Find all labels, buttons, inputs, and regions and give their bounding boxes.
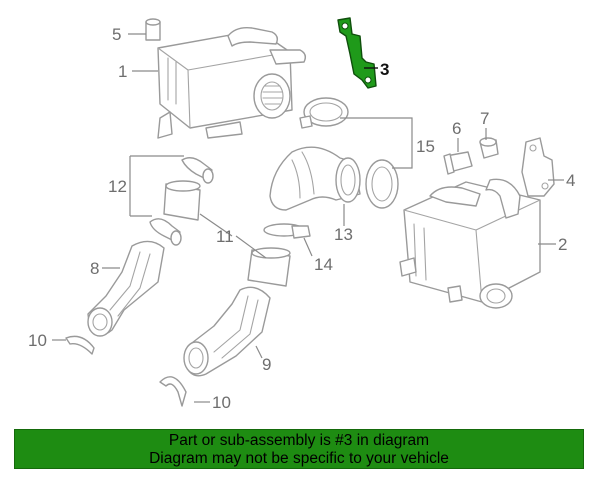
callout-1: 1 [118,62,127,81]
part-2-intercooler[interactable] [399,178,541,309]
callout-3: 3 [380,60,389,79]
part-12-clamp-lower[interactable] [149,218,182,246]
banner-line-2: Diagram may not be specific to your vehi… [149,450,449,467]
banner-line-1: Part or sub-assembly is #3 in diagram [168,432,430,449]
part-10-clip-upper[interactable] [65,335,95,355]
callout-12: 12 [108,177,127,196]
callout-15: 15 [416,137,435,156]
part-12-clamp-upper[interactable] [181,157,214,184]
callout-5: 5 [112,25,121,44]
part-5-plug[interactable] [145,18,161,41]
callout-14: 14 [314,255,333,274]
part-9-duct[interactable] [183,286,271,377]
callout-7: 7 [480,109,489,128]
callout-leaders [52,33,564,403]
callout-6: 6 [452,119,461,138]
parts-diagram: 5 1 3 4 2 6 7 8 9 10 10 11 12 13 14 15 [28,17,575,412]
part-1-intercooler[interactable] [157,26,307,139]
callout-10-lower: 10 [212,393,231,412]
part-4-bracket[interactable] [521,137,555,197]
part-11-sleeve-lower[interactable] [247,247,291,287]
callout-11: 11 [216,227,234,246]
part-14-clamp[interactable] [263,223,311,239]
part-7-cap[interactable] [479,137,499,159]
part-3-bracket[interactable] [337,17,377,89]
part-6-bolt[interactable] [443,151,473,175]
callout-10-upper: 10 [28,331,47,350]
callout-4: 4 [566,171,575,190]
callout-9: 9 [262,355,271,374]
part-10-clip-lower[interactable] [159,376,187,407]
callout-13: 13 [334,225,353,244]
part-info-banner: Part or sub-assembly is #3 in diagram Di… [14,429,584,469]
part-8-duct[interactable] [87,240,165,337]
part-11-sleeve-upper[interactable] [163,180,201,221]
callout-8: 8 [90,259,99,278]
callout-2: 2 [558,235,567,254]
part-15-clamp[interactable] [299,97,399,209]
part-13-elbow[interactable] [269,146,361,211]
